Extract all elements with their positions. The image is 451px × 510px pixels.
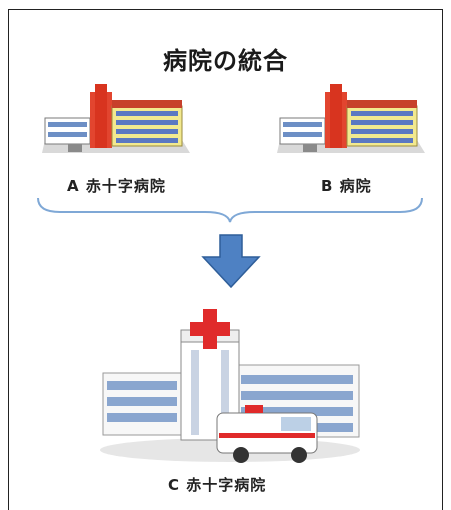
hospital-b-label: B 病院: [321, 177, 372, 195]
merge-arrow-icon: [201, 234, 261, 289]
hospital-c-label: C 赤十字病院: [168, 476, 267, 494]
hospital-b-icon: [277, 84, 425, 153]
diagram-frame: [8, 9, 443, 510]
grouping-brace: [37, 197, 423, 223]
hospital-a-icon: [42, 84, 190, 153]
hospital-c-icon: [100, 309, 360, 463]
diagram-title: 病院の統合: [163, 47, 288, 75]
hospital-a-label: A 赤十字病院: [67, 177, 166, 195]
